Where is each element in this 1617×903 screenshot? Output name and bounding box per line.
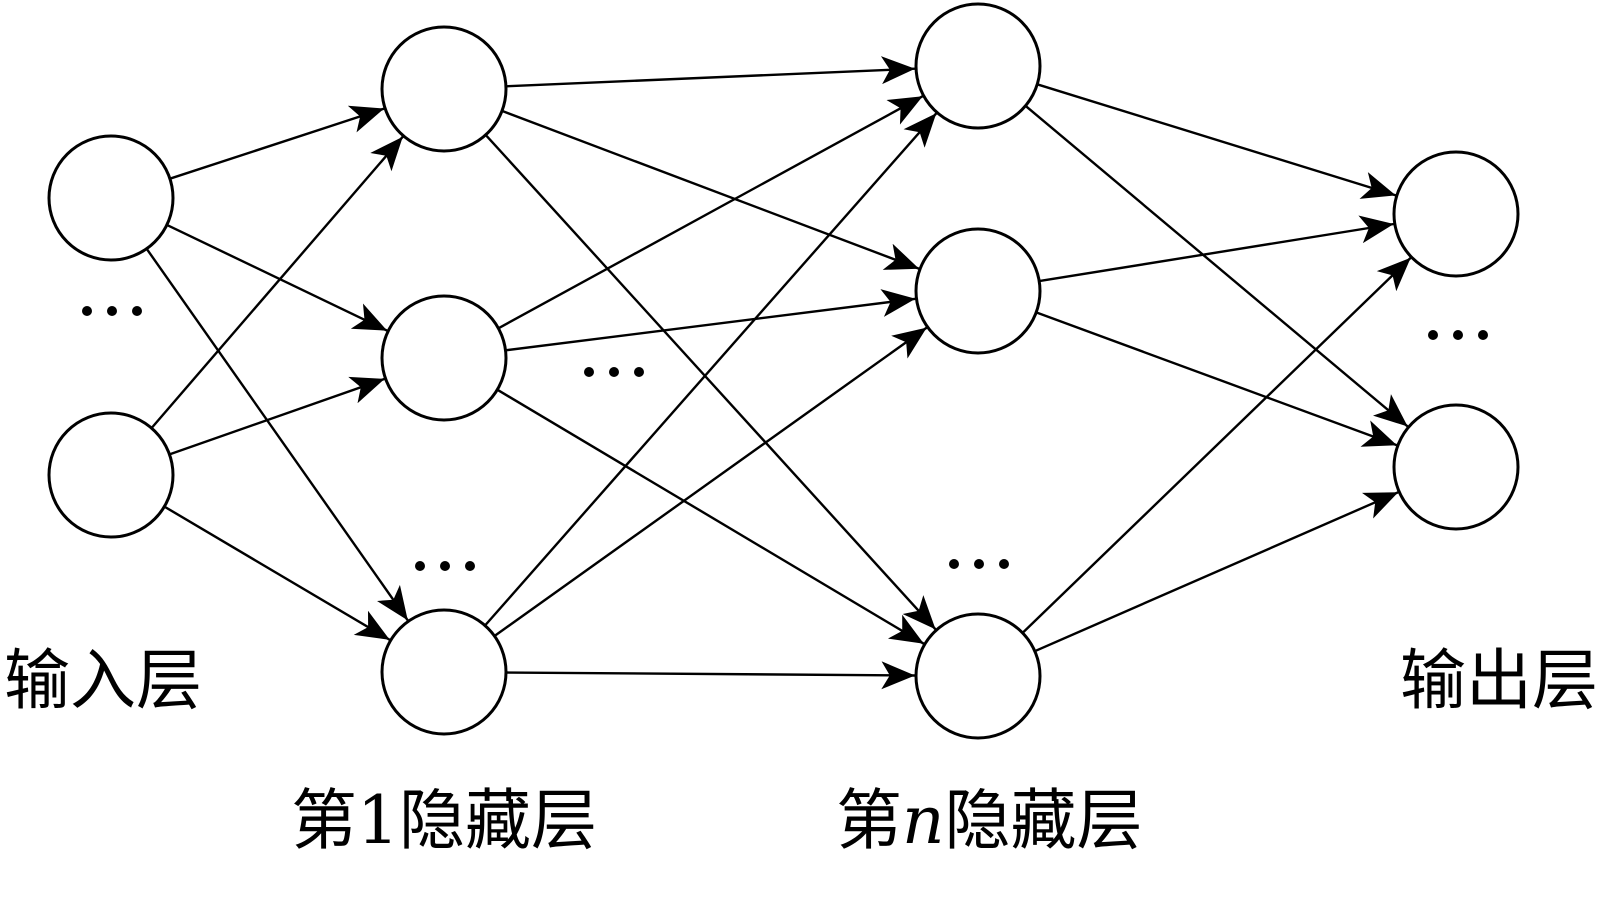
hidden-layer-1-index: 1 — [357, 782, 399, 859]
input-to-hidden1-arrow — [163, 505, 391, 641]
hidden-layer-n-index: n — [902, 782, 945, 859]
hidden1-node — [380, 25, 508, 153]
input-ellipsis — [82, 306, 142, 316]
hidden1-to-hiddenn-arrow — [505, 661, 916, 690]
hidden1-node — [380, 294, 508, 422]
hidden-layer-1-label: 第1隐藏层 — [291, 788, 597, 854]
hidden1-node — [380, 608, 508, 736]
hidden1-to-hiddenn-arrow — [497, 95, 924, 330]
hidden1-to-hiddenn-arrow — [496, 388, 925, 645]
hiddenn-ellipsis — [949, 559, 1009, 569]
hidden-layer-1-suffix: 隐藏层 — [399, 782, 597, 859]
hiddenn-to-output-arrow — [1035, 311, 1398, 447]
hiddenn-to-output-arrow — [1036, 83, 1397, 199]
hiddenn-to-output-arrow — [1021, 256, 1412, 634]
hiddenn-node — [914, 2, 1042, 130]
hiddenn-to-output-arrow — [1034, 491, 1399, 653]
hidden1-to-hiddenn-arrow — [493, 326, 928, 637]
hiddenn-node — [914, 612, 1042, 740]
between-hidden-ellipsis — [584, 367, 644, 377]
input-to-hidden1-arrow — [169, 105, 385, 180]
hidden-layer-n-suffix: 隐藏层 — [944, 782, 1143, 859]
hidden1-to-hiddenn-arrow — [501, 109, 920, 270]
hidden1-to-hiddenn-arrow — [484, 112, 938, 627]
hiddenn-to-output-arrow — [1024, 104, 1409, 428]
hidden1-to-hiddenn-arrow — [505, 56, 916, 88]
input-to-hidden1-arrow — [150, 135, 404, 429]
output-node — [1392, 403, 1520, 531]
input-layer-label: 输入层 — [4, 642, 202, 719]
input-to-hidden1-arrow — [166, 223, 388, 332]
hidden-layer-1-prefix: 第 — [291, 782, 357, 859]
output-layer-label: 输出层 — [1400, 642, 1598, 719]
hidden-layer-n-label: 第n隐藏层 — [836, 788, 1143, 854]
output-node — [1392, 150, 1520, 278]
input-node — [47, 134, 175, 262]
hidden1-to-hiddenn-arrow — [505, 289, 916, 352]
hiddenn-to-output-arrow — [1039, 215, 1394, 283]
input-to-hidden1-arrow — [145, 248, 409, 622]
hidden-layer-n-prefix: 第 — [836, 782, 902, 859]
hiddenn-node — [914, 227, 1042, 355]
input-node — [47, 411, 175, 539]
hidden1-ellipsis — [415, 561, 475, 571]
edges-group — [145, 56, 1412, 690]
input-to-hidden1-arrow — [169, 376, 385, 456]
output-ellipsis — [1428, 330, 1488, 340]
nodes-group — [47, 2, 1520, 740]
hidden1-to-hiddenn-arrow — [484, 134, 937, 631]
